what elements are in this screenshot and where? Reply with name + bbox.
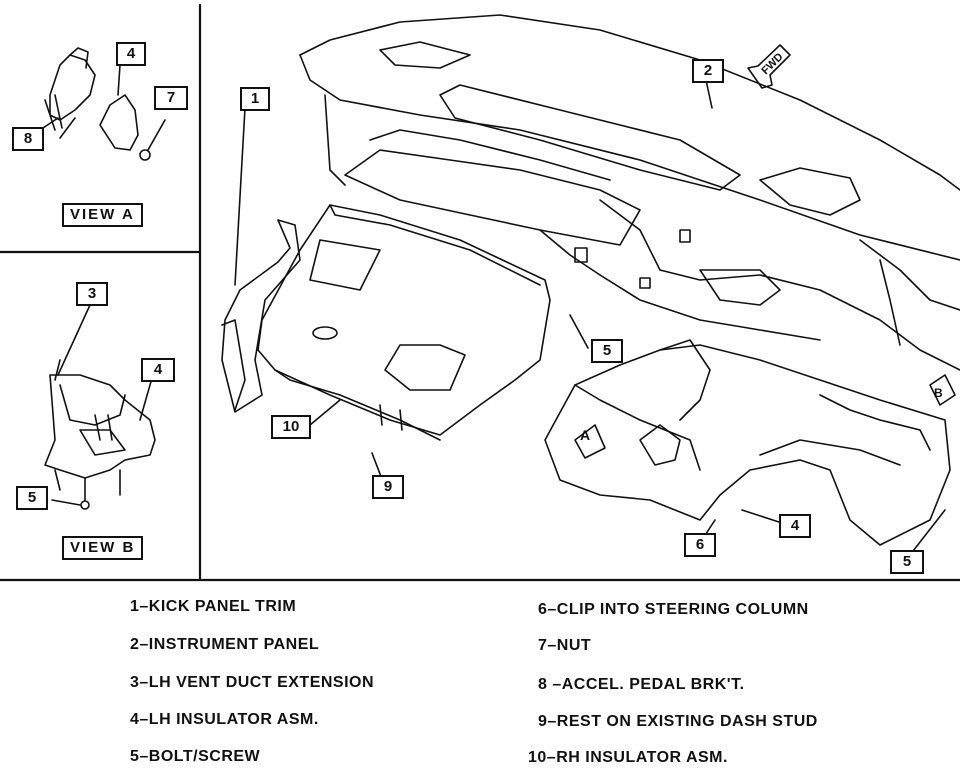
legend-item-2: 2–INSTRUMENT PANEL [130, 636, 320, 653]
view-a-drawing [44, 47, 166, 161]
callout-5-main: 5 [591, 339, 623, 363]
legend-item-5: 5–BOLT/SCREW [130, 748, 261, 765]
legend-item-8: 8 –ACCEL. PEDAL BRK'T. [538, 676, 745, 693]
callout-10: 10 [271, 415, 311, 439]
callout-1: 1 [240, 87, 270, 111]
kick-panel-trim-drawing [221, 219, 301, 413]
legend-item-7: 7–NUT [538, 637, 592, 654]
callout-4-view-a: 4 [116, 42, 146, 66]
view-b-marker: B [934, 386, 943, 400]
lh-insulator-drawing [544, 339, 951, 546]
legend-item-4: 4–LH INSULATOR ASM. [130, 711, 319, 728]
view-b-label: VIEW B [62, 536, 144, 560]
instrument-panel-drawing [299, 14, 960, 406]
view-a-label: VIEW A [62, 203, 143, 227]
legend-item-9: 9–REST ON EXISTING DASH STUD [538, 713, 818, 730]
callout-6: 6 [684, 533, 716, 557]
callout-8: 8 [12, 127, 44, 151]
callout-3: 3 [76, 282, 108, 306]
fwd-arrow-icon [747, 44, 791, 89]
legend-item-3: 3–LH VENT DUCT EXTENSION [130, 674, 375, 691]
callout-4-view-b: 4 [141, 358, 175, 382]
legend-item-10: 10–RH INSULATOR ASM. [528, 749, 728, 766]
leader-lines [39, 79, 946, 561]
callout-4-main: 4 [779, 514, 811, 538]
callout-9: 9 [372, 475, 404, 499]
callout-5-view-b: 5 [16, 486, 48, 510]
rh-insulator-drawing [257, 204, 551, 441]
callout-2: 2 [692, 59, 724, 83]
view-b-drawing [44, 359, 156, 510]
legend-item-1: 1–KICK PANEL TRIM [130, 598, 297, 615]
legend-item-6: 6–CLIP INTO STEERING COLUMN [538, 601, 809, 618]
callout-5-right: 5 [890, 550, 924, 574]
callout-7: 7 [154, 86, 188, 110]
view-a-marker: A [580, 427, 591, 443]
